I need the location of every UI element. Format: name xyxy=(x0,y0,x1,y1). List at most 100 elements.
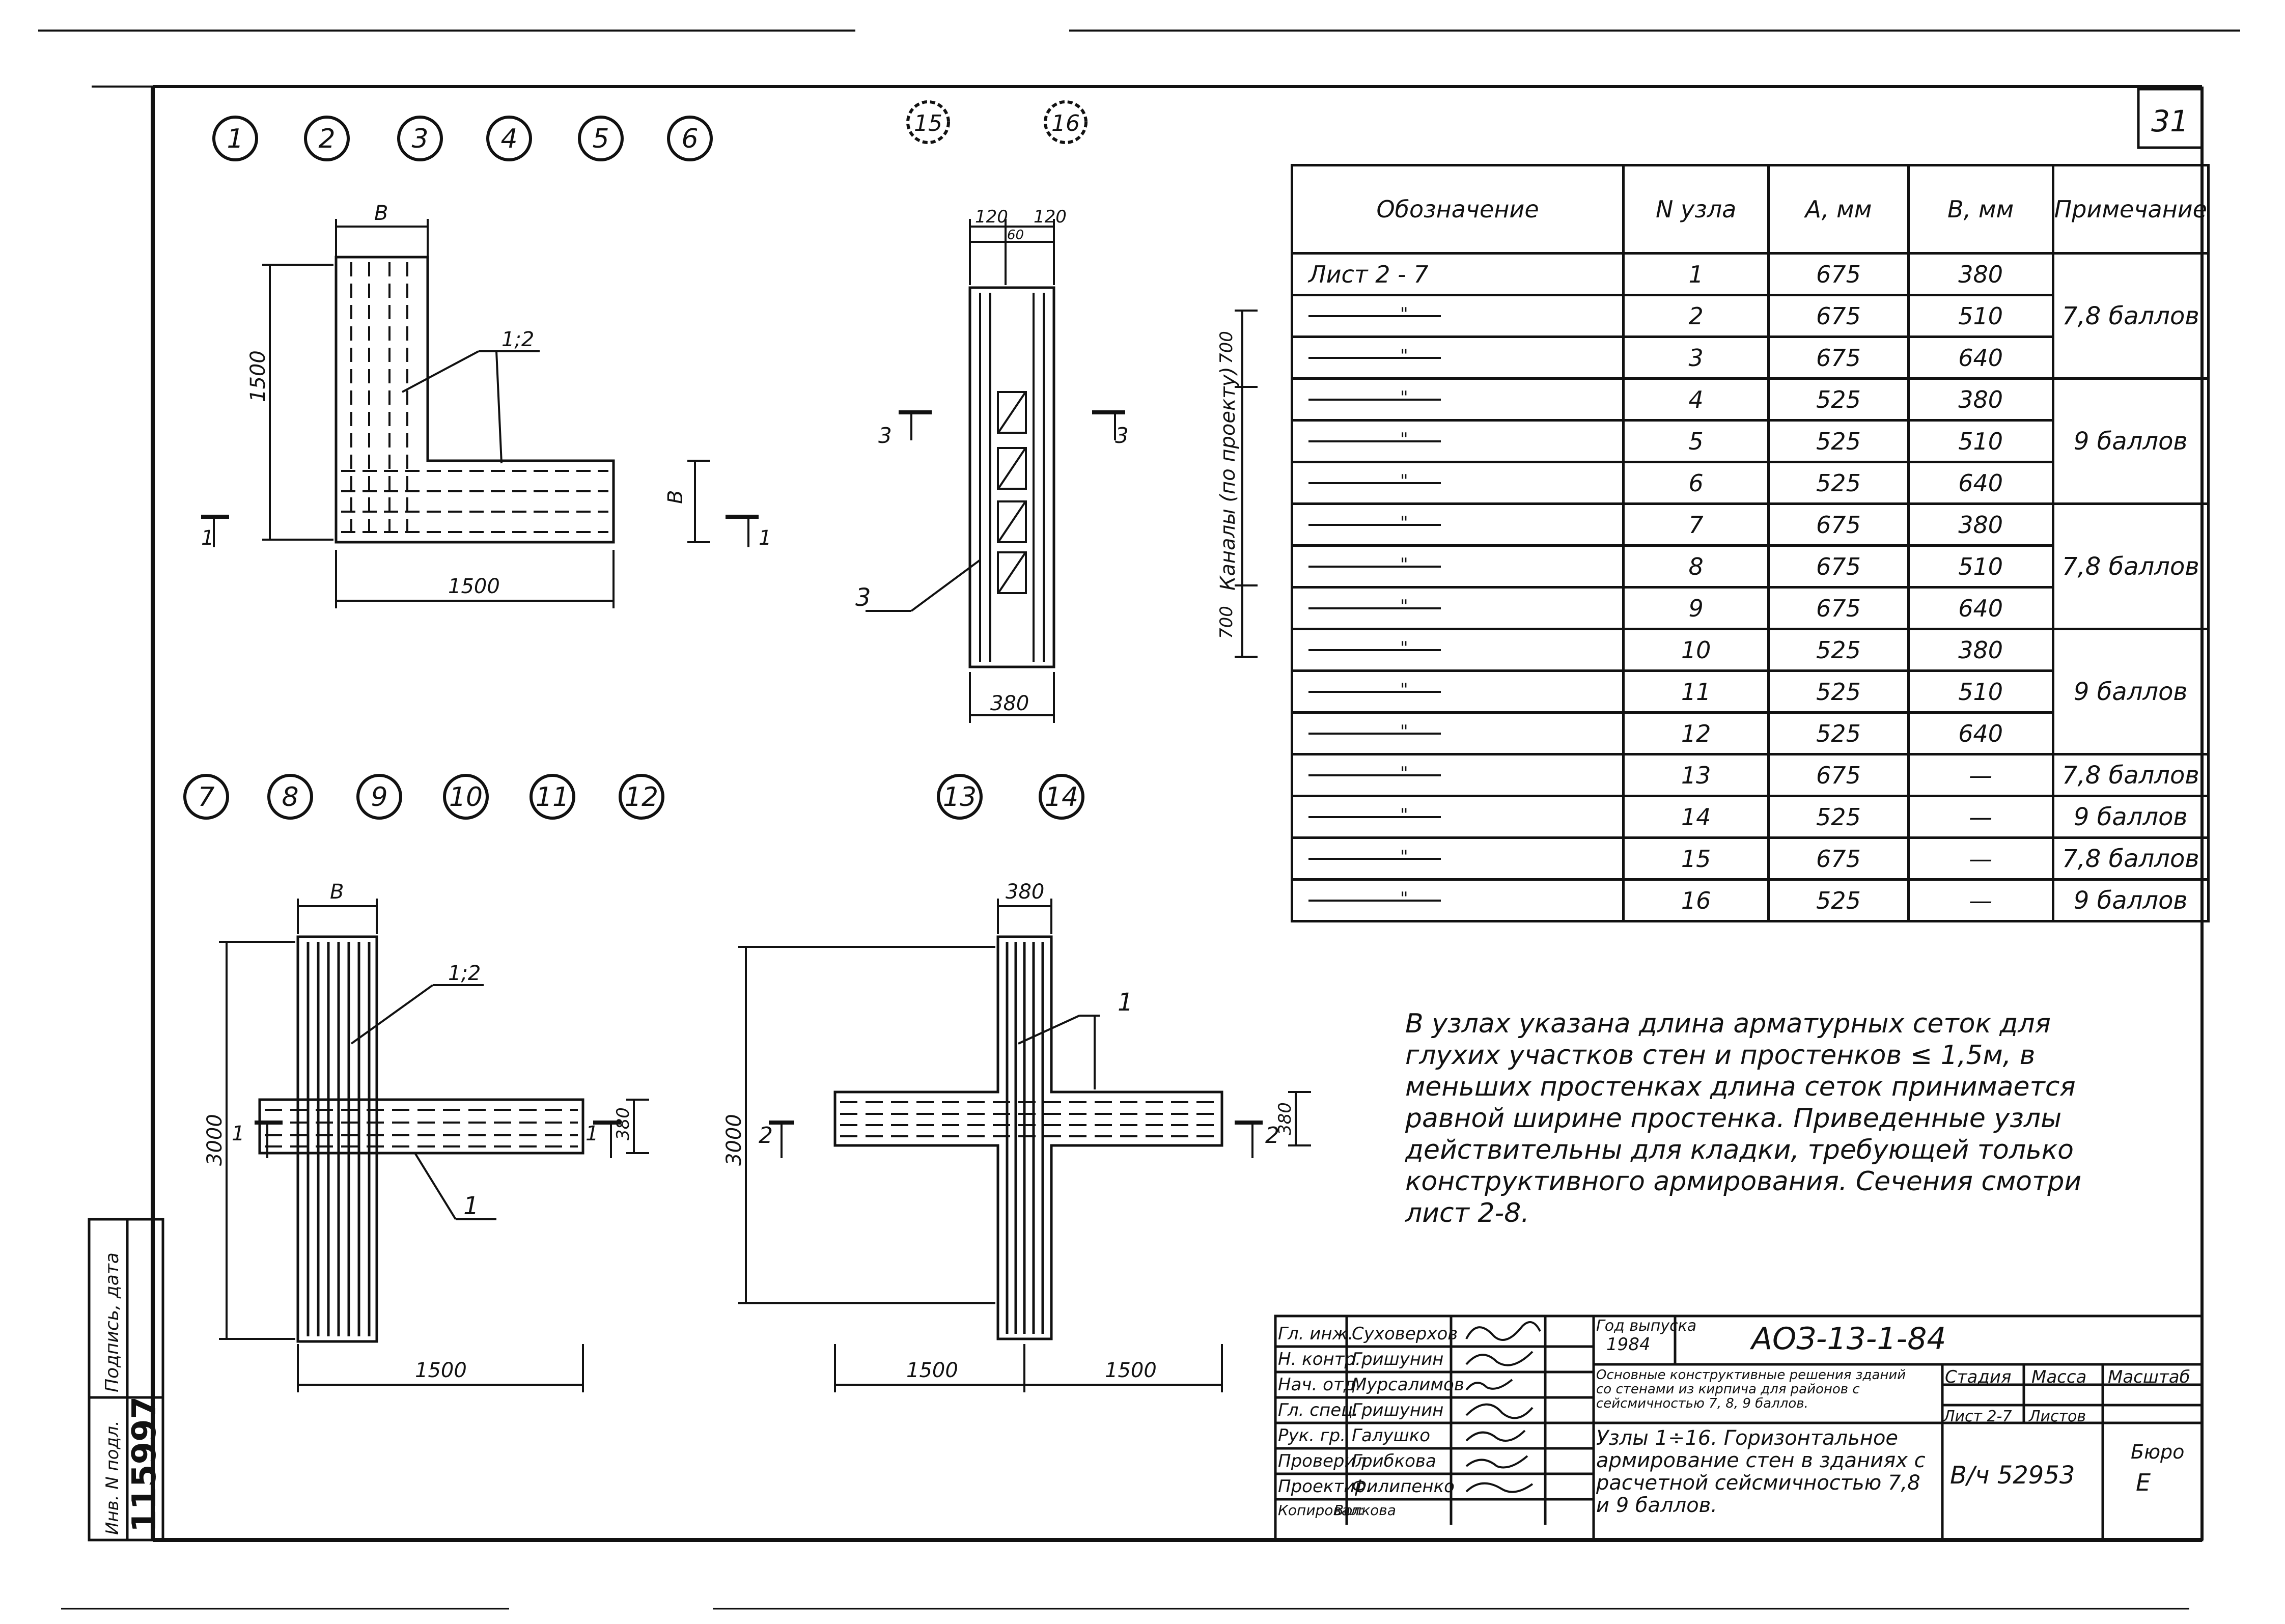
row-note: 9 баллов xyxy=(2051,628,2210,755)
stage-label: Стадия xyxy=(1945,1367,2012,1387)
table-row: " 13 675 — 7,8 баллов xyxy=(1290,753,2210,797)
cross-dim-380: 380 xyxy=(1275,1102,1295,1135)
table-row: Лист 2 - 7 1 675 380 7,8 баллов xyxy=(1290,252,2210,380)
corner-node-labels: B 1500 1500 B 1;2 1 1 xyxy=(201,202,771,598)
ditto-mark: " xyxy=(1308,429,1441,450)
year-label: Год выпуска xyxy=(1596,1317,1697,1335)
node-marker-15: 15 xyxy=(914,110,942,136)
node-marker-16: 16 xyxy=(1051,110,1080,136)
table-row: " 7 675 380 7,8 баллов xyxy=(1290,502,2210,630)
corner-leader-label: 1;2 xyxy=(501,328,534,351)
row-note: 7,8 баллов xyxy=(2051,753,2210,797)
row-a: 525 xyxy=(1767,419,1910,463)
node-marker-labels: 1 2 3 4 5 6 15 16 7 8 9 10 11 12 13 14 xyxy=(198,110,1080,813)
sheet-number: 31 xyxy=(2151,104,2189,138)
name-6: Грибкова xyxy=(1352,1451,1436,1471)
row-note: 9 баллов xyxy=(2051,795,2210,839)
cross-dim-380-top: 380 xyxy=(1006,880,1044,904)
node-marker-9: 9 xyxy=(371,782,387,813)
tee-dim-1500: 1500 xyxy=(415,1359,467,1382)
row-note: 9 баллов xyxy=(2051,377,2210,505)
row-node: 5 xyxy=(1622,419,1770,463)
table-row: " 8 675 510 xyxy=(1290,544,2209,589)
channel-dim-700-top: 700 xyxy=(1216,331,1237,364)
row-b: 380 xyxy=(1907,377,2054,422)
cross-dim-1500-left: 1500 xyxy=(906,1359,958,1382)
row-a: 525 xyxy=(1767,669,1910,714)
table-row: " 2 675 510 xyxy=(1290,294,2209,338)
node-marker-7: 7 xyxy=(198,782,214,813)
row-node: 7 xyxy=(1622,502,1770,547)
name-4: Гришунин xyxy=(1352,1400,1444,1420)
role-designer: Проектир. xyxy=(1278,1476,1372,1497)
row-a: 525 xyxy=(1767,795,1910,839)
row-node: 4 xyxy=(1622,377,1770,422)
title-block-signatures xyxy=(1465,1321,1541,1493)
row-b: 510 xyxy=(1907,669,2054,714)
row-note: 7,8 баллов xyxy=(2051,502,2210,630)
row-node: 6 xyxy=(1622,461,1770,505)
table-row: " 15 675 — 7,8 баллов xyxy=(1290,836,2210,881)
node-data-table: Обозначение N узла A, мм B, мм Примечани… xyxy=(1290,164,2210,922)
table-row: " 14 525 — 9 баллов xyxy=(1290,795,2210,839)
node-marker-11: 11 xyxy=(536,782,569,813)
project-name: Основные конструктивные решения зданий с… xyxy=(1596,1367,1906,1411)
role-group-lead: Рук. гр. xyxy=(1278,1425,1346,1446)
header-note: Примечание xyxy=(2051,164,2210,255)
name-8: Волкова xyxy=(1334,1502,1396,1519)
row-a: 675 xyxy=(1767,502,1910,547)
channel-wall-drawing xyxy=(866,219,1258,723)
sheets-label: Листов xyxy=(2029,1408,2086,1425)
row-node: 1 xyxy=(1622,252,1770,296)
role-checked: Проверил xyxy=(1278,1451,1367,1471)
sheet-label: Лист 2-7 xyxy=(1943,1408,2012,1425)
table-row: " 11 525 510 xyxy=(1290,669,2209,714)
ditto-mark: " xyxy=(1308,721,1441,742)
header-b: B, мм xyxy=(1907,164,2054,255)
bureau-label: Бюро xyxy=(2131,1441,2185,1463)
row-a: 675 xyxy=(1767,836,1910,881)
side-stamp-labels: Подпись, дата Инв. N подл. 115997 xyxy=(102,1252,163,1535)
row-a: 675 xyxy=(1767,586,1910,630)
role-norm-control: Н. контр. xyxy=(1278,1349,1361,1369)
table-header-row: Обозначение N узла A, мм B, мм Примечани… xyxy=(1290,164,2210,255)
row-b: 640 xyxy=(1907,586,2054,630)
ditto-mark: " xyxy=(1308,554,1441,575)
channel-wall-labels: 120 120 60 700 700 Каналы (по проекту) 3… xyxy=(855,207,1240,715)
row-a: 675 xyxy=(1767,252,1910,296)
row-node: 2 xyxy=(1622,294,1770,338)
table-row: " 3 675 640 xyxy=(1290,335,2209,380)
side-inv-number: 115997 xyxy=(126,1396,163,1532)
sheet-title: Узлы 1÷16. Горизонтальное армирование ст… xyxy=(1596,1426,1926,1517)
scale-label: Масштаб xyxy=(2108,1367,2190,1387)
corner-dim-1500-vertical: 1500 xyxy=(246,350,270,402)
ditto-mark: " xyxy=(1308,805,1441,825)
node-marker-12: 12 xyxy=(625,782,658,813)
node-marker-2: 2 xyxy=(318,124,335,154)
row-note: 9 баллов xyxy=(2051,878,2210,922)
general-note: В узлах указана длина арматурных сеток д… xyxy=(1405,1009,2082,1228)
tee-node-labels: B 1;2 1 3000 1500 380 1 1 xyxy=(203,880,633,1382)
sheet-number-box: 31 xyxy=(2137,88,2204,149)
row-a: 675 xyxy=(1767,335,1910,380)
row-node: 13 xyxy=(1622,753,1770,797)
row-b: 640 xyxy=(1907,711,2054,755)
row-b: 380 xyxy=(1907,252,2054,296)
row-b: — xyxy=(1907,753,2054,797)
row-a: 525 xyxy=(1767,628,1910,672)
table-row: " 12 525 640 xyxy=(1290,711,2209,755)
year: 1984 xyxy=(1606,1334,1651,1355)
table-row: " 5 525 510 xyxy=(1290,419,2209,463)
bureau-value: Е xyxy=(2136,1469,2151,1496)
node-marker-6: 6 xyxy=(681,124,698,154)
corner-dim-b-right: B xyxy=(664,490,687,504)
header-designation: Обозначение xyxy=(1290,164,1625,255)
row-note: 7,8 баллов xyxy=(2051,252,2210,380)
row-node: 11 xyxy=(1622,669,1770,714)
row-a: 525 xyxy=(1767,711,1910,755)
channel-dim-120-right: 120 xyxy=(1034,207,1067,227)
cross-node-drawing xyxy=(738,899,1311,1392)
cross-section-left: 2 xyxy=(759,1123,773,1149)
tee-dim-380: 380 xyxy=(613,1107,633,1140)
